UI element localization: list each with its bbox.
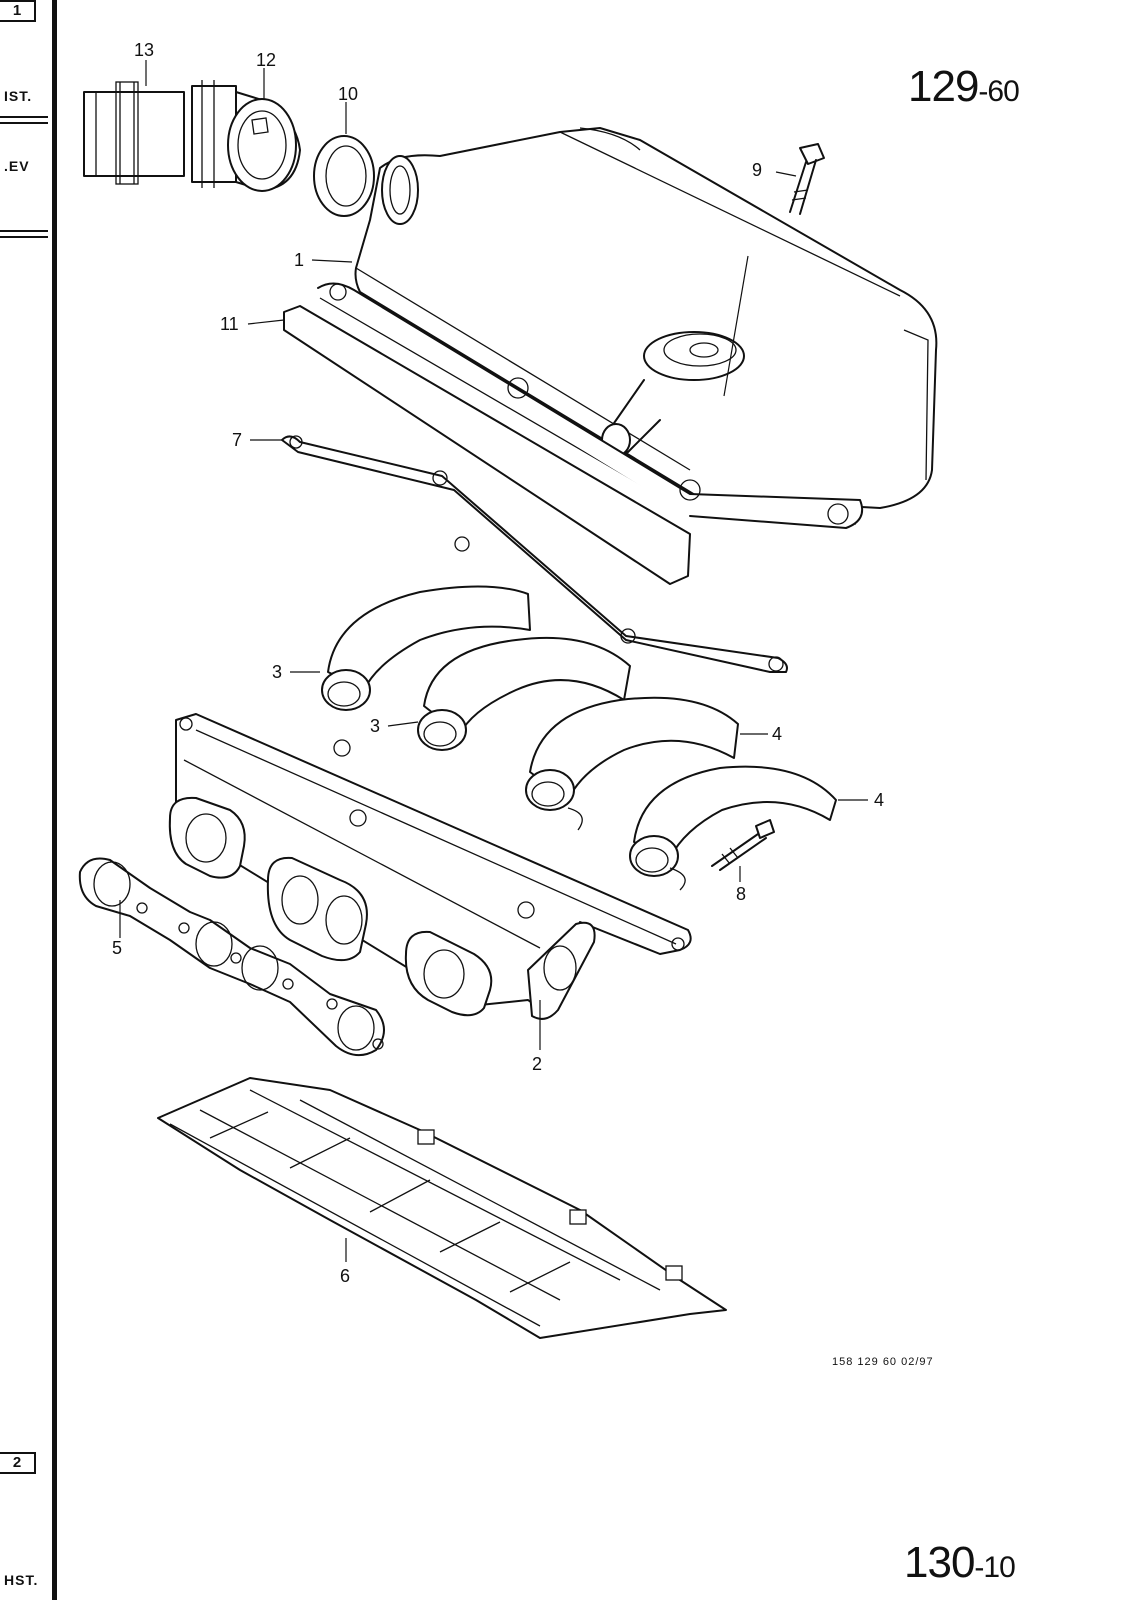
part-10-clamp-ring [313, 135, 375, 217]
callout-2: 2 [532, 1054, 542, 1074]
part-5-port-gasket [78, 857, 385, 1057]
margin-label-rev: .EV [4, 158, 30, 174]
part-12-housing [191, 80, 301, 192]
part-2-lower-manifold [168, 713, 692, 1020]
leader-lines [119, 60, 868, 1262]
part-1-plenum [354, 127, 938, 509]
part-7-gasket [281, 435, 788, 673]
page-reference-main: 129 [908, 62, 979, 111]
callout-5: 5 [112, 938, 122, 958]
part-6-heat-shield [157, 1077, 727, 1339]
callout-1: 1 [294, 250, 304, 270]
next-page-reference-main: 130 [904, 1538, 975, 1587]
callout-8: 8 [736, 884, 746, 904]
callout-10: 10 [338, 84, 358, 104]
callout-13: 13 [134, 40, 154, 60]
callout-3a: 3 [272, 662, 282, 682]
callout-7: 7 [232, 430, 242, 450]
callout-9: 9 [752, 160, 762, 180]
drawing-code: 158 129 60 02/97 [832, 1356, 934, 1368]
callout-numbers: 13 12 10 1 11 9 7 3 3 4 4 8 5 2 6 [112, 40, 884, 1286]
part-13-sleeve [83, 81, 185, 185]
margin-label-ist: IST. [4, 88, 33, 104]
part-4-runner-b [629, 765, 837, 891]
next-page-reference: 130-10 [904, 1538, 1016, 1588]
callout-3b: 3 [370, 716, 380, 736]
margin-rule [0, 230, 48, 238]
part-11-plenum-flange [283, 282, 864, 585]
callout-4b: 4 [874, 790, 884, 810]
page-reference-sub: -60 [978, 75, 1019, 108]
callout-6: 6 [340, 1266, 350, 1286]
callout-12: 12 [256, 50, 276, 70]
margin-rule [0, 116, 48, 124]
page-reference: 129-60 [908, 62, 1020, 112]
binding-margin-bar [52, 0, 57, 1600]
bottom-section-box: 2 [0, 1452, 36, 1474]
callout-4a: 4 [772, 724, 782, 744]
part-9-bolt [789, 143, 825, 215]
callout-11: 11 [220, 314, 239, 334]
part-3-runner-a [321, 585, 531, 711]
top-section-box: 1 [0, 0, 36, 22]
next-page-reference-sub: -10 [974, 1551, 1015, 1584]
margin-label-ist-bottom: HST. [4, 1572, 39, 1588]
part-3-runner-b [417, 636, 631, 751]
part-8-bolt [711, 819, 775, 871]
part-4-runner-a [525, 696, 739, 831]
